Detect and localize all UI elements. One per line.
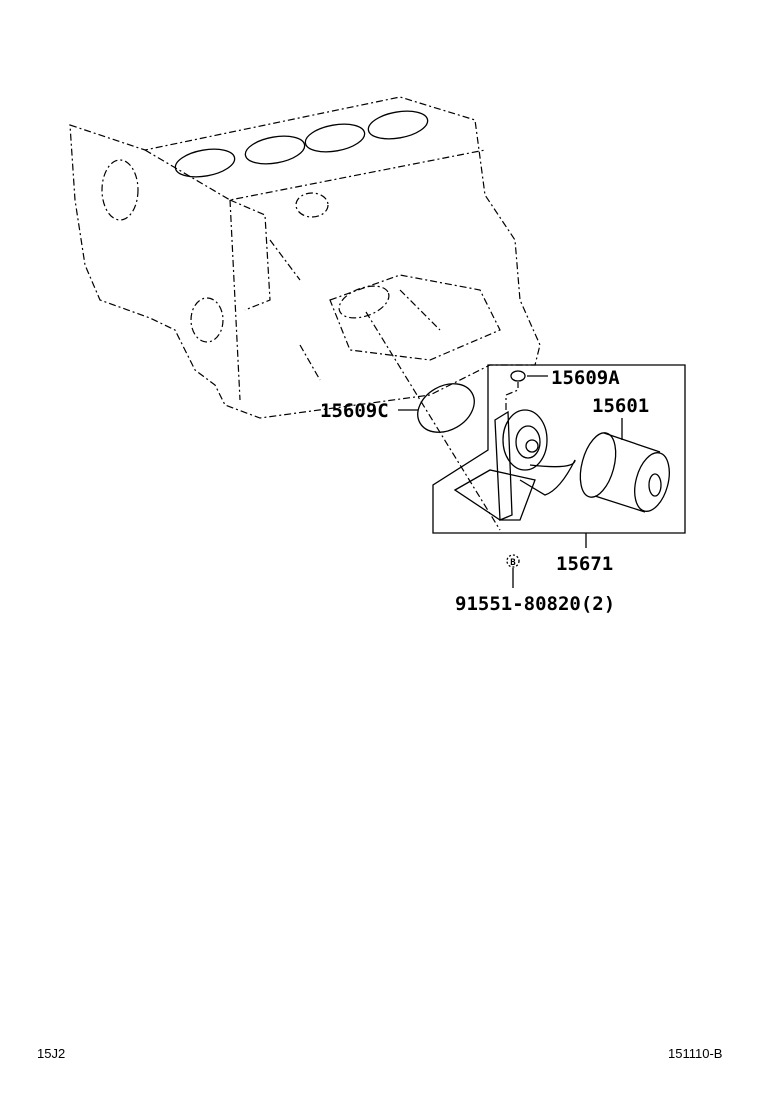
engine-block-outline bbox=[69, 96, 541, 531]
gasket-15609c bbox=[417, 383, 475, 433]
bolt-marker bbox=[506, 554, 520, 568]
assembly-15671-box bbox=[432, 364, 686, 534]
label-15671[interactable]: 15671 bbox=[556, 553, 613, 575]
plug-15609a bbox=[510, 370, 526, 382]
footer-right-code: 151110-B bbox=[668, 1046, 722, 1061]
label-91551-80820[interactable]: 91551-80820(2) bbox=[455, 593, 615, 615]
label-15609c[interactable]: 15609C bbox=[320, 400, 389, 422]
label-15601[interactable]: 15601 bbox=[592, 395, 649, 417]
oil-filter-bracket bbox=[453, 382, 576, 521]
label-15609a[interactable]: 15609A bbox=[551, 367, 620, 389]
bolt-marker-letter: B bbox=[510, 558, 516, 568]
oil-filter-15601 bbox=[579, 418, 670, 513]
footer-left-code: 15J2 bbox=[37, 1046, 65, 1061]
